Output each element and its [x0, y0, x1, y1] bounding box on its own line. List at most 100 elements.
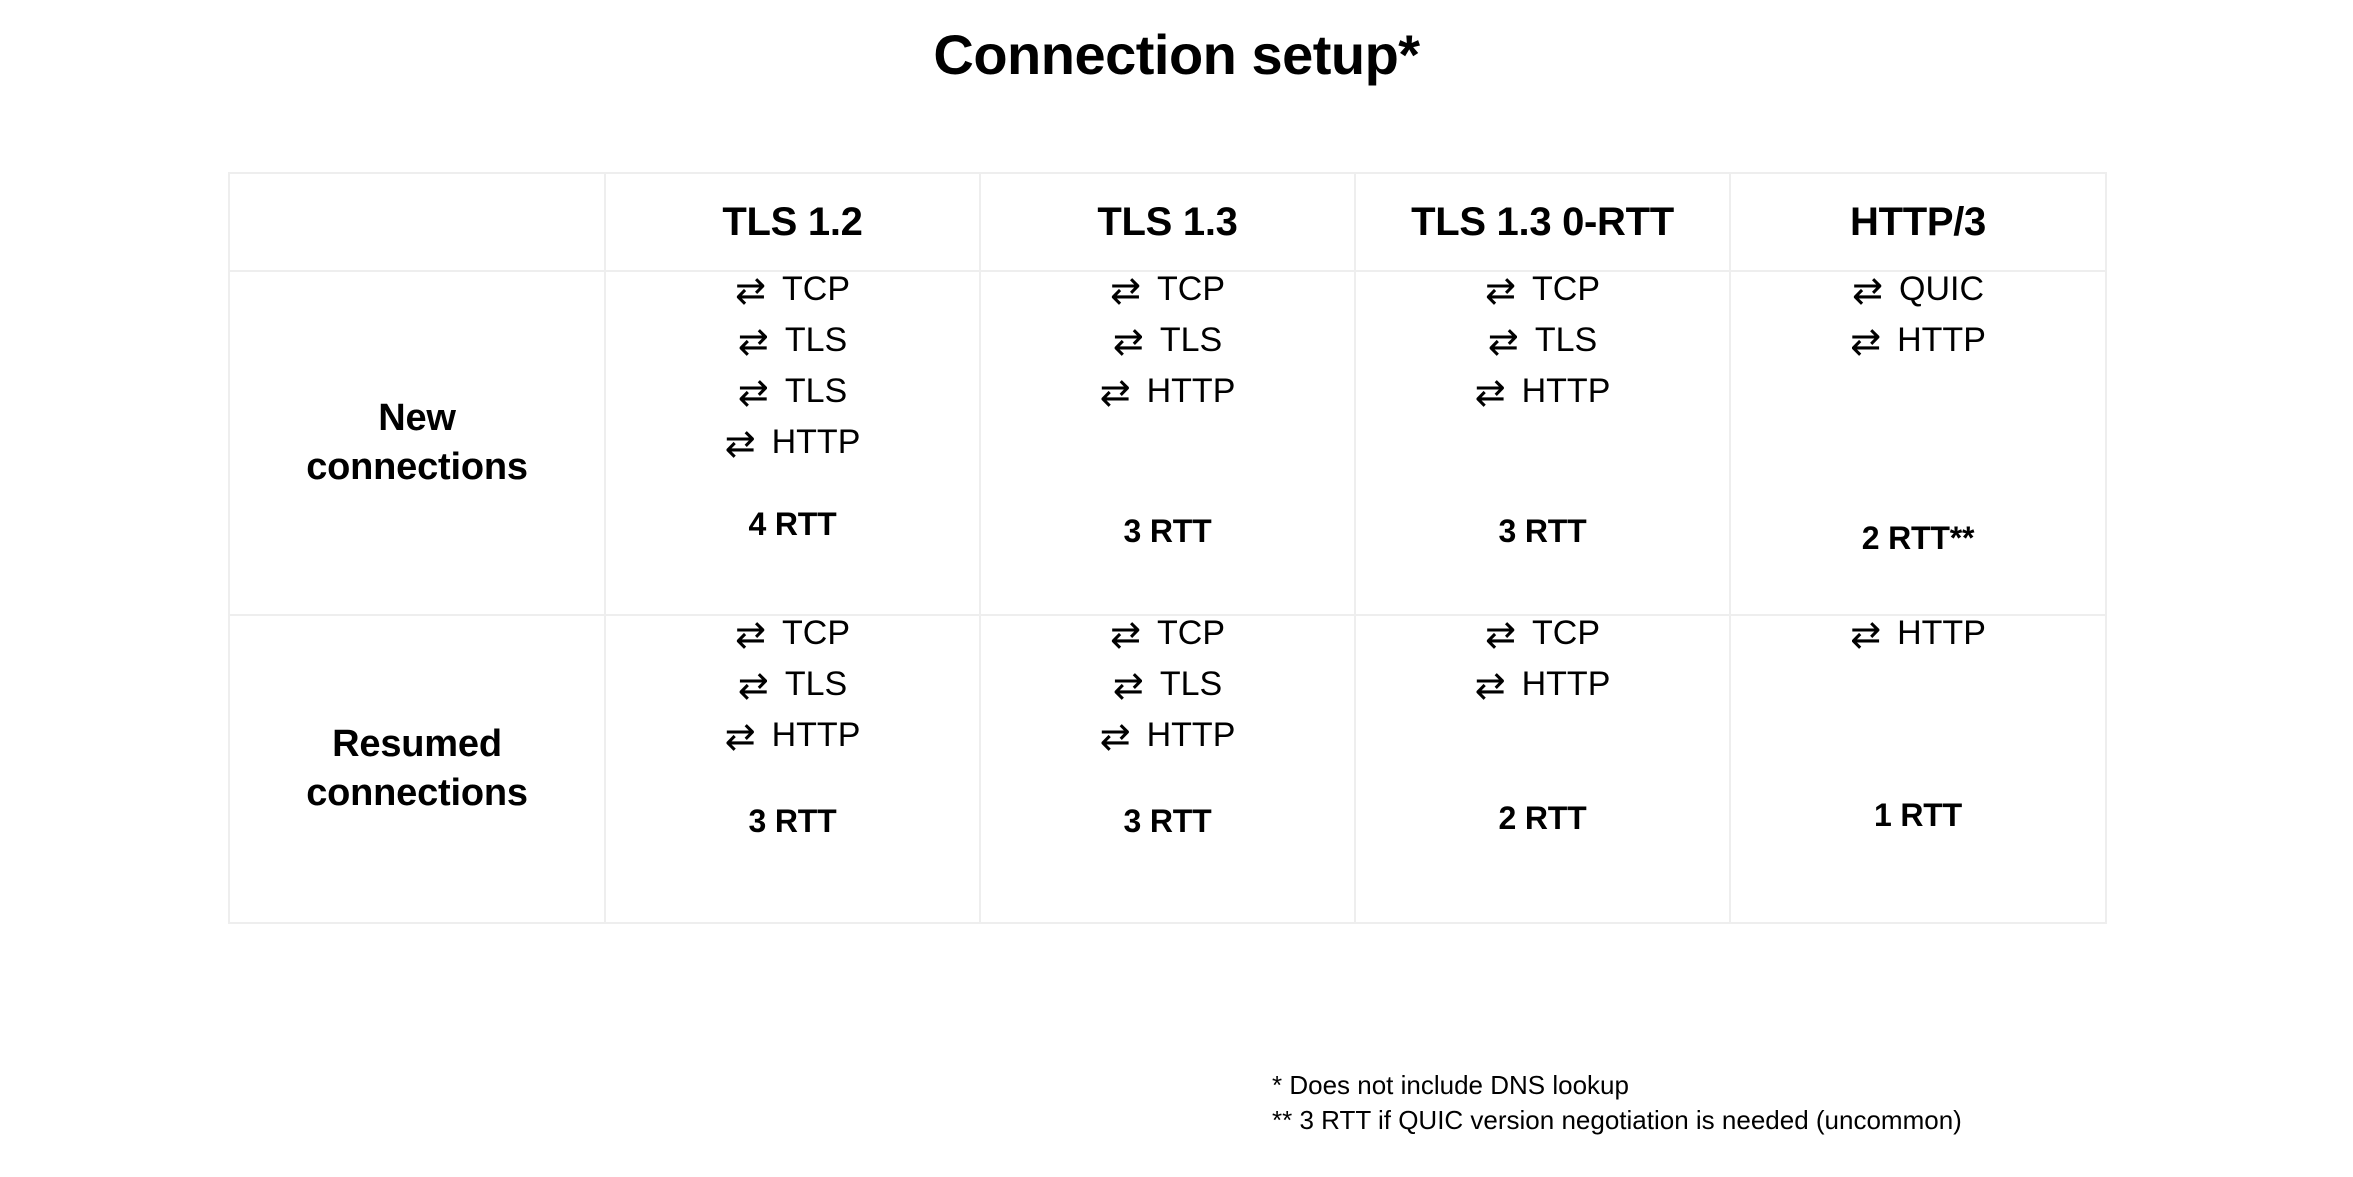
list-item: ⇄ TCP — [1475, 616, 1611, 653]
list-item: ⇄ TCP — [1475, 272, 1611, 309]
rtt-value: 3 RTT — [1498, 513, 1587, 549]
bidirectional-arrow-icon: ⇄ — [1850, 320, 1882, 363]
rtt-value: 2 RTT — [1498, 800, 1587, 836]
protocol-label: TLS — [784, 665, 848, 703]
protocol-label: TCP — [1532, 270, 1600, 308]
bidirectional-arrow-icon: ⇄ — [1109, 269, 1141, 312]
row-label-line2: connections — [306, 446, 528, 488]
step-list: ⇄QUIC ⇄ HTTP — [1850, 272, 1986, 374]
footnotes: * Does not include DNS lookup ** 3 RTT i… — [1272, 1068, 1962, 1139]
bidirectional-arrow-icon: ⇄ — [737, 664, 769, 707]
bidirectional-arrow-icon: ⇄ — [734, 613, 766, 656]
bidirectional-arrow-icon: ⇄ — [724, 422, 756, 465]
list-item: ⇄ TLS — [1100, 667, 1236, 704]
rtt-value: 3 RTT — [1123, 513, 1212, 549]
protocol-label: QUIC — [1899, 270, 1984, 308]
list-item: ⇄ HTTP — [1100, 718, 1236, 755]
bidirectional-arrow-icon: ⇄ — [1850, 613, 1882, 656]
cell-resumed-tls13-0rtt: ⇄TCP ⇄HTTP 2 RTT — [1354, 614, 1731, 924]
footnote-dns: * Does not include DNS lookup — [1272, 1070, 1629, 1100]
protocol-label: HTTP — [771, 423, 861, 461]
step-list: ⇄ HTTP — [1850, 616, 1986, 667]
step-list: ⇄TCP ⇄HTTP — [1475, 616, 1611, 718]
bidirectional-arrow-icon: ⇄ — [724, 715, 756, 758]
list-item: ⇄ TLS — [725, 323, 861, 360]
cell-new-tls13: ⇄TCP ⇄TLS ⇄HTTP 3 RTT — [979, 270, 1356, 616]
protocol-label: TLS — [784, 321, 848, 359]
protocol-label: HTTP — [1146, 716, 1236, 754]
bidirectional-arrow-icon: ⇄ — [1109, 613, 1141, 656]
row-label-resumed-connections: Resumed connections — [228, 614, 606, 924]
list-item: ⇄ TLS — [725, 667, 861, 704]
rtt-value: 4 RTT — [748, 506, 837, 542]
step-list: ⇄TCP ⇄TLS ⇄HTTP — [1475, 272, 1611, 425]
bidirectional-arrow-icon: ⇄ — [1474, 371, 1506, 414]
list-item: ⇄ HTTP — [1850, 323, 1986, 360]
protocol-label: HTTP — [1897, 614, 1986, 652]
step-list: ⇄TCP ⇄TLS ⇄HTTP — [1100, 272, 1236, 425]
list-item: ⇄ TCP — [725, 616, 861, 653]
protocol-label: TCP — [1157, 270, 1225, 308]
column-header-tls12: TLS 1.2 — [604, 172, 981, 272]
protocol-label: TCP — [782, 270, 850, 308]
table-header-row: TLS 1.2 TLS 1.3 TLS 1.3 0-RTT HTTP/3 — [228, 172, 2107, 272]
comparison-table: TLS 1.2 TLS 1.3 TLS 1.3 0-RTT HTTP/3 New… — [228, 172, 2107, 924]
protocol-label: HTTP — [1521, 372, 1611, 410]
row-label-line1: Resumed — [332, 723, 502, 766]
bidirectional-arrow-icon: ⇄ — [737, 371, 769, 414]
list-item: ⇄ HTTP — [1475, 374, 1611, 411]
protocol-label: HTTP — [771, 716, 861, 754]
list-item: ⇄QUIC — [1850, 272, 1986, 309]
rtt-value: 3 RTT — [748, 803, 837, 839]
cell-new-tls12: ⇄TCP ⇄TLS ⇄TLS ⇄HTTP 4 — [604, 270, 981, 616]
row-label-new-connections: New connections — [228, 270, 606, 616]
cell-resumed-tls13: ⇄TCP ⇄TLS ⇄HTTP 3 RTT — [979, 614, 1356, 924]
bidirectional-arrow-icon: ⇄ — [737, 320, 769, 363]
protocol-label: HTTP — [1521, 665, 1611, 703]
bidirectional-arrow-icon: ⇄ — [1484, 613, 1516, 656]
protocol-label: HTTP — [1897, 321, 1986, 359]
bidirectional-arrow-icon: ⇄ — [1099, 715, 1131, 758]
list-item: ⇄ TLS — [1100, 323, 1236, 360]
row-label-line2: connections — [306, 772, 528, 814]
protocol-label: TLS — [784, 372, 848, 410]
bidirectional-arrow-icon: ⇄ — [1112, 320, 1144, 363]
step-list: ⇄TCP ⇄TLS ⇄HTTP — [1100, 616, 1236, 769]
protocol-label: HTTP — [1146, 372, 1236, 410]
bidirectional-arrow-icon: ⇄ — [1112, 664, 1144, 707]
column-header-tls13: TLS 1.3 — [979, 172, 1356, 272]
list-item: ⇄ HTTP — [1100, 374, 1236, 411]
row-label-line1: New — [378, 397, 456, 440]
footnote-quic: ** 3 RTT if QUIC version negotiation is … — [1272, 1105, 1962, 1136]
column-header-http3: HTTP/3 — [1729, 172, 2107, 272]
connection-setup-table: TLS 1.2 TLS 1.3 TLS 1.3 0-RTT HTTP/3 New… — [228, 172, 2107, 924]
list-item: ⇄ TCP — [725, 272, 861, 309]
bidirectional-arrow-icon: ⇄ — [1484, 269, 1516, 312]
page-title: Connection setup* — [933, 23, 1420, 86]
list-item: ⇄ HTTP — [1475, 667, 1611, 704]
list-item: ⇄ HTTP — [725, 718, 861, 755]
protocol-label: TLS — [1159, 665, 1223, 703]
bidirectional-arrow-icon: ⇄ — [734, 269, 766, 312]
protocol-label: TLS — [1159, 321, 1223, 359]
protocol-label: TCP — [782, 614, 850, 652]
step-list: ⇄TCP ⇄TLS ⇄HTTP — [725, 616, 861, 769]
bidirectional-arrow-icon: ⇄ — [1474, 664, 1506, 707]
protocol-label: TCP — [1532, 614, 1600, 652]
list-item: ⇄ HTTP — [725, 425, 861, 462]
rtt-value: 3 RTT — [1123, 803, 1212, 839]
cell-resumed-http3: ⇄ HTTP 1 RTT — [1729, 614, 2107, 924]
rtt-value: 1 RTT — [1874, 797, 1962, 833]
list-item: ⇄ HTTP — [1850, 616, 1986, 653]
step-list: ⇄TCP ⇄TLS ⇄TLS ⇄HTTP — [725, 272, 861, 476]
cell-new-tls13-0rtt: ⇄TCP ⇄TLS ⇄HTTP 3 RTT — [1354, 270, 1731, 616]
bidirectional-arrow-icon: ⇄ — [1487, 320, 1519, 363]
table-row-new-connections: New connections ⇄ TCP ⇄ TLS — [228, 270, 2107, 616]
bidirectional-arrow-icon: ⇄ — [1099, 371, 1131, 414]
column-header-tls13-0rtt: TLS 1.3 0-RTT — [1354, 172, 1731, 272]
cell-resumed-tls12: ⇄TCP ⇄TLS ⇄HTTP 3 RTT — [604, 614, 981, 924]
list-item: ⇄ TCP — [1100, 272, 1236, 309]
table-row-resumed-connections: Resumed connections ⇄ TCP ⇄ TLS — [228, 614, 2107, 924]
table-corner-cell — [228, 172, 606, 272]
list-item: ⇄ TLS — [725, 374, 861, 411]
